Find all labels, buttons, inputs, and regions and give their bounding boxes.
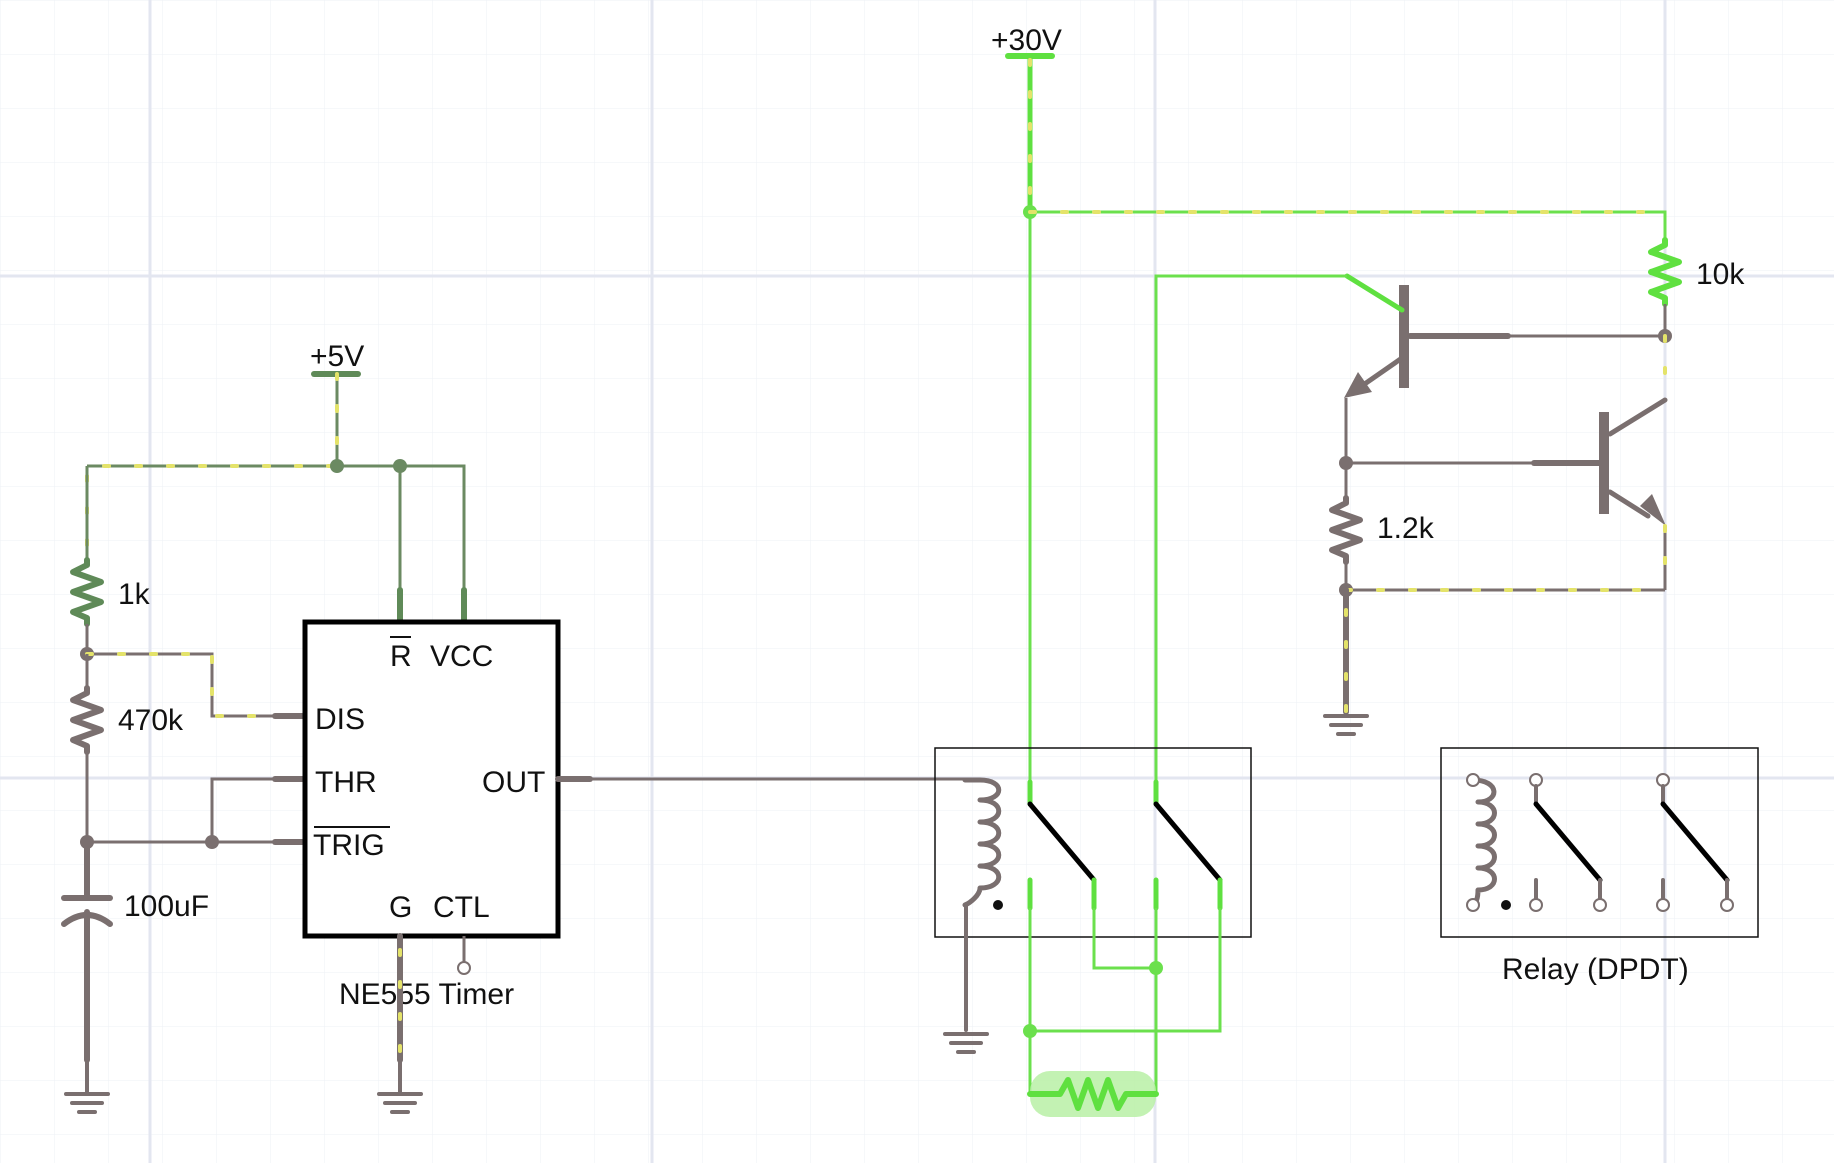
resistor-10k[interactable]: 10k: [1648, 237, 1745, 307]
transistor-q2[interactable]: [1346, 334, 1668, 592]
relay-caption: Relay (DPDT): [1502, 953, 1689, 986]
ground-symbol: [943, 1032, 989, 1054]
supply-30v-label: +30V: [991, 24, 1062, 57]
relay-dpdt-symbol[interactable]: Relay (DPDT): [1440, 747, 1759, 986]
resistor-470k-label: 470k: [118, 704, 184, 737]
pin-trig-label: TRIG: [313, 829, 385, 862]
relay-circuit: +30V 10k: [934, 24, 1745, 1117]
load-resistor[interactable]: [1027, 1071, 1159, 1117]
junction-node: [1149, 961, 1163, 975]
junction-node: [393, 459, 407, 473]
timer-circuit: +5V 1k 470k: [61, 340, 965, 1114]
resistor-1k[interactable]: 1k: [70, 466, 151, 627]
ne555-timer[interactable]: R VCC DIS THR OUT TRIG G CTL NE555 Timer: [302, 587, 561, 1011]
pin-dis-label: DIS: [315, 703, 365, 736]
resistor-1-2k-label: 1.2k: [1377, 512, 1435, 545]
pin-r-label: R: [390, 640, 412, 673]
resistor-10k-label: 10k: [1696, 258, 1745, 291]
pin-ctl-label: CTL: [433, 891, 490, 924]
supply-5v-label: +5V: [310, 340, 364, 373]
resistor-1k-label: 1k: [118, 578, 151, 611]
resistor-470k[interactable]: 470k: [70, 654, 184, 755]
pin-vcc-label: VCC: [430, 640, 493, 673]
transistor-q1[interactable]: [1344, 273, 1665, 398]
pin-out-label: OUT: [482, 766, 545, 799]
timer-caption: NE555 Timer: [339, 978, 514, 1011]
pin-thr-label: THR: [315, 766, 377, 799]
ground-symbol: [64, 1058, 110, 1114]
resistor-1-2k[interactable]: 1.2k: [1329, 463, 1435, 565]
pin-g-label: G: [389, 891, 412, 924]
ctl-pin-terminal[interactable]: [457, 961, 471, 975]
capacitor-100uf-label: 100uF: [124, 890, 209, 923]
junction-node: [330, 459, 344, 473]
ground-symbol: [1323, 714, 1369, 736]
capacitor-100uf[interactable]: 100uF: [61, 839, 209, 1063]
supply-30v[interactable]: +30V: [991, 24, 1062, 59]
ground-symbol: [377, 1058, 423, 1114]
junction-node: [1023, 1024, 1037, 1038]
